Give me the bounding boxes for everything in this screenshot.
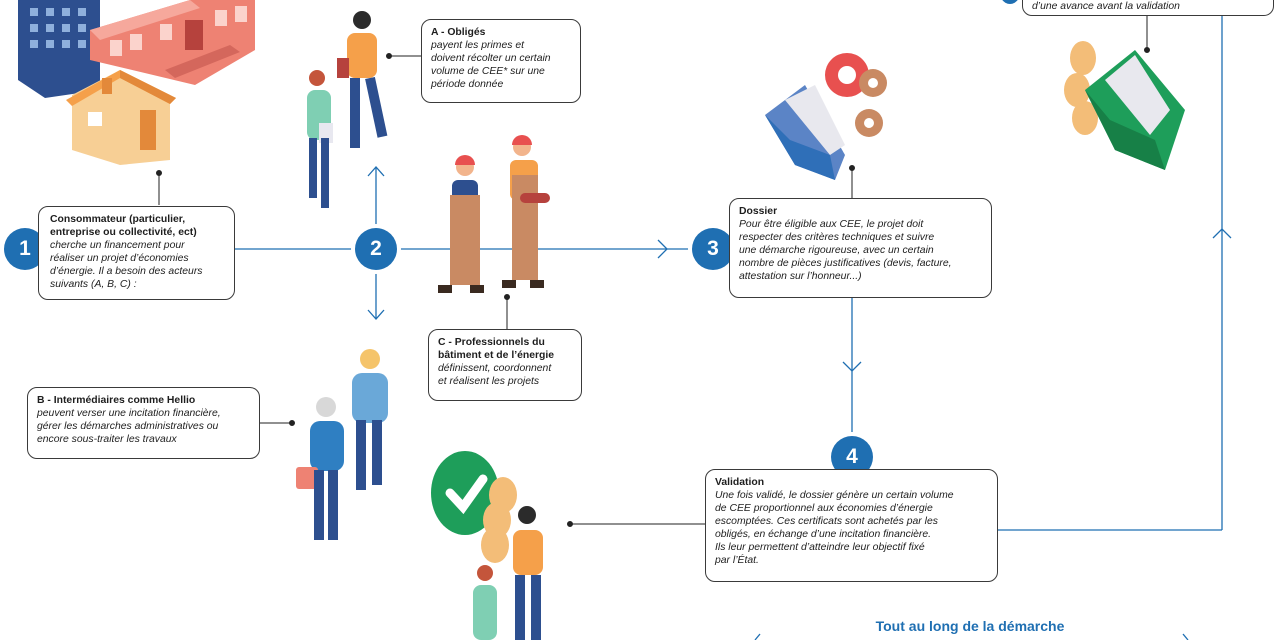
intermediaires-title: B - Intermédiaires comme Hellio [37, 395, 196, 406]
obliges-body: payent les primes et doivent récolter un… [431, 40, 551, 90]
arrow-to-step-3 [657, 239, 668, 259]
arrow-down-step2 [367, 309, 385, 320]
validation-title: Validation [715, 477, 765, 488]
avance-body: d’une avance avant la validation [1032, 1, 1180, 12]
consumer-title: Consommateur (particulier, entreprise ou… [50, 214, 197, 238]
dossier-box: Dossier Pour être éligible aux CEE, le p… [729, 198, 992, 298]
validation-box: Validation Une fois validé, le dossier g… [705, 469, 998, 582]
consumer-body: cherche un financement pour réaliser un … [50, 240, 203, 290]
step-number-2: 2 [355, 228, 397, 270]
step-number-partial [998, 0, 1022, 4]
validation-body: Une fois validé, le dossier génère un ce… [715, 490, 954, 566]
dossier-body: Pour être éligible aux CEE, le projet do… [739, 219, 952, 282]
arrow-up-step2 [367, 166, 385, 177]
consumer-box: Consommateur (particulier, entreprise ou… [38, 206, 235, 300]
green-folder-illustration [1064, 41, 1185, 170]
obliges-box: A - Obligés payent les primes et doivent… [421, 19, 581, 103]
dossier-illustration [765, 53, 887, 180]
obliges-people-illustration [307, 11, 388, 208]
professionnels-title: C - Professionnels du bâtiment et de l’é… [438, 337, 555, 361]
footer-caption: Tout au long de la démarche [875, 618, 1065, 634]
avance-box: d’une avance avant la validation [1022, 0, 1274, 16]
arrow-up-right [1212, 228, 1232, 239]
step-number-3: 3 [692, 228, 734, 270]
intermediaires-people-illustration [296, 349, 388, 540]
professionnels-illustration [438, 135, 550, 293]
obliges-title: A - Obligés [431, 27, 486, 38]
intermediaires-body: peuvent verser une incitation financière… [37, 408, 221, 445]
professionnels-body: définissent, coordonnent et réalisent le… [438, 363, 552, 387]
buildings-illustration [18, 0, 255, 165]
intermediaires-box: B - Intermédiaires comme Hellio peuvent … [27, 387, 260, 459]
professionnels-box: C - Professionnels du bâtiment et de l’é… [428, 329, 582, 401]
validation-illustration [431, 451, 543, 640]
arrow-down-to-4 [842, 361, 862, 372]
dossier-title: Dossier [739, 206, 778, 217]
